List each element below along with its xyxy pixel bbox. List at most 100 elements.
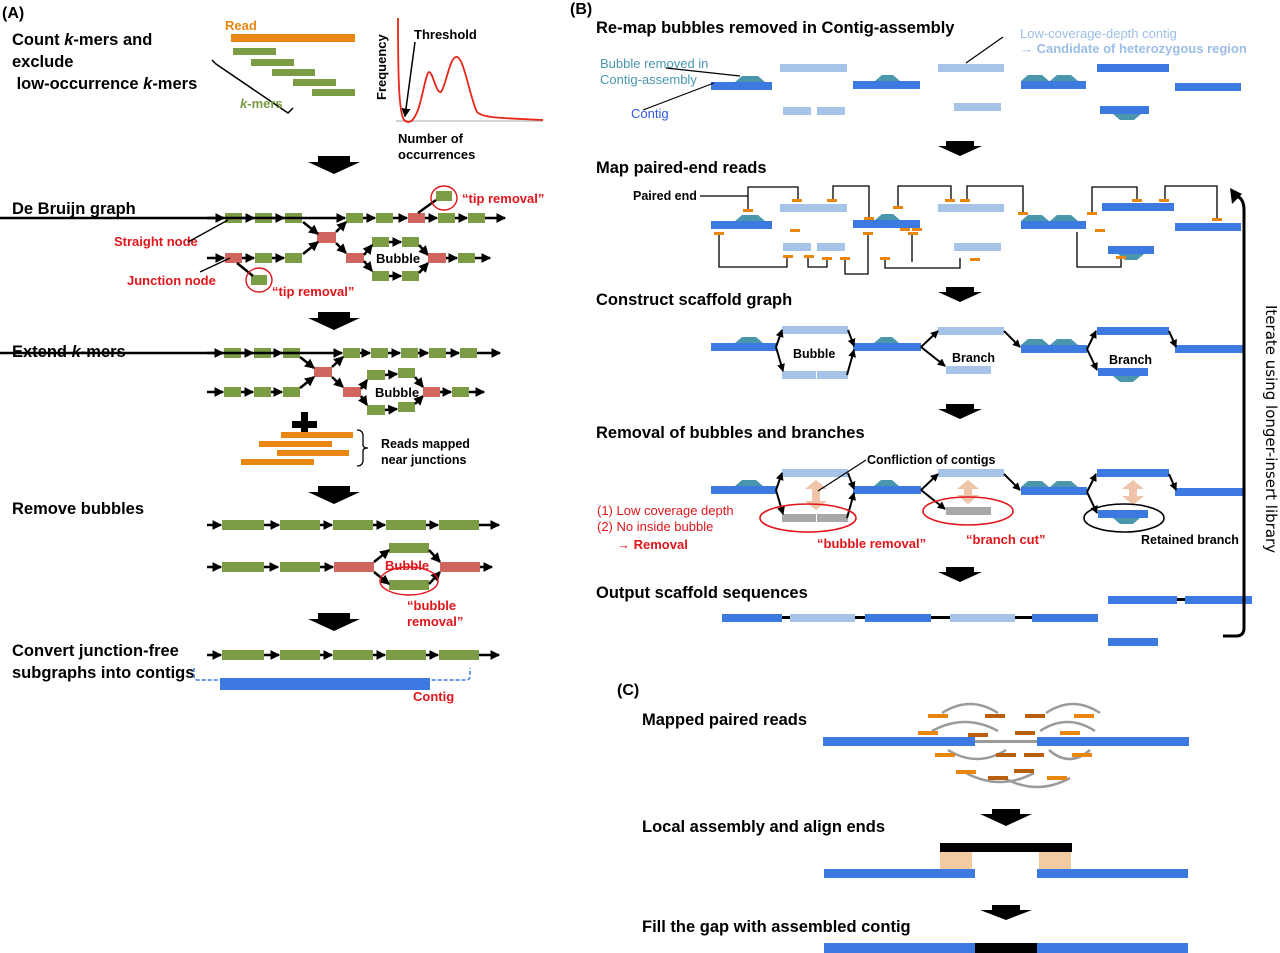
paired-read <box>1015 731 1035 735</box>
down-arrow-icon <box>938 567 982 582</box>
kmer-bar <box>251 59 294 66</box>
scaffold-edge <box>1168 330 1177 348</box>
step-title: Map paired-end reads <box>596 159 767 177</box>
histogram-ylabel: Frequency <box>374 33 389 100</box>
paired-read <box>908 232 918 235</box>
edge-arrow <box>413 395 424 406</box>
bubble-cap <box>1113 518 1140 524</box>
junction-node <box>423 387 440 397</box>
gap-link <box>975 740 1037 743</box>
contig-bar <box>220 678 430 690</box>
pair-link <box>747 186 799 209</box>
contig-bar <box>853 81 920 89</box>
removal-graph <box>711 469 1243 533</box>
de-bruijn-graph-nodes <box>0 191 507 285</box>
step-remove-bubbles: Remove bubbles Bubble “bubble removal” <box>12 500 501 629</box>
leader-line <box>965 36 1004 64</box>
contig-bar <box>853 343 921 351</box>
straight-node <box>367 370 385 380</box>
conflict-arrow-icon <box>805 480 827 510</box>
low-coverage-contig <box>938 204 1004 212</box>
step-title-line1: Convert junction-free <box>12 642 179 660</box>
paired-read <box>900 228 910 231</box>
low-coverage-contig <box>783 107 811 115</box>
low-coverage-contig <box>782 469 848 477</box>
straight-node <box>452 387 469 397</box>
scaffold-edge <box>920 330 939 348</box>
straight-node <box>401 348 418 358</box>
paired-read <box>1047 776 1067 780</box>
edge-arrow <box>357 394 369 407</box>
edge-arrow <box>384 369 399 380</box>
edge-arrow <box>357 378 369 391</box>
contig-label: Contig <box>631 106 669 121</box>
junction-node <box>334 562 374 572</box>
low-coverage-contig <box>780 204 847 212</box>
paired-read <box>1116 256 1126 259</box>
gap-fill-bar <box>975 943 1037 953</box>
step-title: Construct scaffold graph <box>596 291 792 309</box>
step-title-line3: low-occurrence k-mers <box>12 75 197 93</box>
step-local-assembly: Local assembly and align ends <box>642 818 1188 878</box>
straight-node <box>222 562 264 572</box>
scaffold-link <box>1108 598 1252 601</box>
contig-bar <box>853 220 920 228</box>
bubble-cap <box>1021 75 1049 81</box>
paired-read <box>1095 229 1105 232</box>
frequency-curve <box>397 17 544 123</box>
edge-arrow <box>299 376 315 389</box>
low-coverage-contig <box>946 366 991 374</box>
criteria-line1: (1) Low coverage depth <box>597 503 734 518</box>
paired-read <box>1087 212 1097 215</box>
confliction-label: Confliction of contigs <box>867 453 996 467</box>
step-title-line1: Count k-mers and <box>12 31 152 49</box>
contig-bar <box>1098 368 1148 376</box>
read-label: Read <box>225 18 257 33</box>
low-coverage-contig <box>938 469 1004 477</box>
paired-read <box>935 753 955 757</box>
edge-arrow <box>362 260 373 272</box>
bubble-removal-circle <box>759 503 857 533</box>
scaffold-edge <box>920 346 946 367</box>
iterate-loop: Iterate using longer-insert library <box>1223 188 1280 638</box>
edge-arrow <box>418 262 429 274</box>
step-title: Output scaffold sequences <box>596 584 808 602</box>
straight-node <box>398 368 415 378</box>
scaffold-graph <box>711 326 1243 382</box>
paired-read <box>1018 212 1028 215</box>
straight-node <box>222 520 264 530</box>
paired-read <box>1159 199 1169 202</box>
edge-arrow <box>335 242 347 254</box>
branch-label: Branch <box>1109 353 1152 367</box>
scaffold-edge <box>1086 491 1098 514</box>
straight-node <box>224 387 241 397</box>
step-mapped-paired-reads: Mapped paired reads <box>642 702 1189 789</box>
bubble-cap <box>1050 481 1078 487</box>
edge-arrow <box>418 244 429 256</box>
bubble-cap <box>1050 339 1078 345</box>
low-coverage-contig <box>950 614 1015 622</box>
pair-arc <box>947 748 1007 761</box>
step-title: Fill the gap with assembled contig <box>642 918 911 936</box>
reads-mapped-label-line1: Reads mapped <box>381 437 470 451</box>
scaffold-edge <box>775 329 784 348</box>
read-bar <box>277 450 349 456</box>
contig-bar <box>1021 81 1086 89</box>
edge-arrow <box>299 356 315 369</box>
down-arrow-icon <box>308 156 360 174</box>
kmers-bracket <box>211 59 294 114</box>
low-coverage-contig <box>817 107 845 115</box>
straight-node <box>372 237 389 247</box>
contig-bar <box>711 221 772 229</box>
bubble-cap <box>1050 215 1078 221</box>
contig-bar <box>711 343 777 351</box>
paired-read <box>804 255 814 258</box>
scaffold-edge <box>920 473 939 491</box>
straight-node <box>254 387 271 397</box>
paired-read <box>996 753 1016 757</box>
edge-arrow <box>428 571 441 585</box>
step-title: Removal of bubbles and branches <box>596 424 865 442</box>
pair-link <box>718 235 788 268</box>
straight-node <box>280 650 320 660</box>
remap-contigs <box>711 64 1241 120</box>
